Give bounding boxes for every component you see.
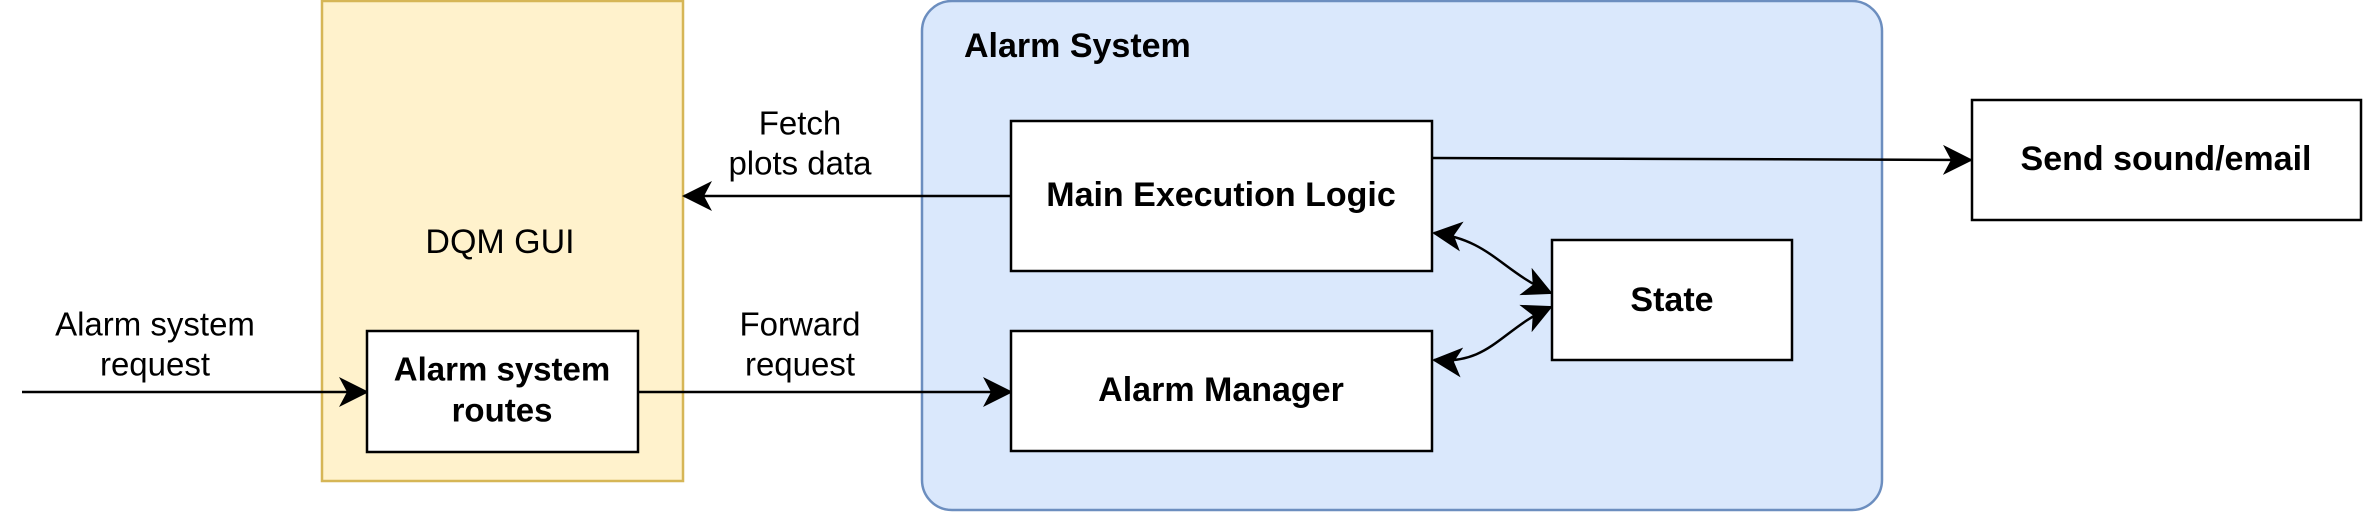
node-state: State: [1550, 238, 1794, 362]
node-alarm-manager: Alarm Manager: [1009, 329, 1434, 453]
dqm-gui-title: DQM GUI: [425, 223, 574, 261]
request-label-line1: Alarm system: [55, 306, 255, 343]
alarm-system-title: Alarm System: [964, 27, 1191, 65]
node-alarm-system-routes: Alarm system routes: [365, 329, 640, 454]
fetch-label-line2: plots data: [728, 145, 872, 182]
main-logic-label: Main Execution Logic: [1046, 176, 1395, 214]
edges: [22, 144, 1973, 407]
routes-label-line1: Alarm system: [394, 351, 610, 388]
send-sound-email-label: Send sound/email: [2021, 140, 2312, 178]
forward-label-line1: Forward: [739, 306, 860, 343]
alarm-manager-label: Alarm Manager: [1098, 371, 1344, 409]
routes-label-line2: routes: [452, 392, 553, 429]
node-main-execution-logic: Main Execution Logic: [1009, 119, 1434, 273]
edge-labels: Alarm system request Forward request Fet…: [55, 105, 872, 383]
forward-label-line2: request: [745, 346, 855, 383]
state-label: State: [1630, 281, 1713, 319]
node-send-sound-email: Send sound/email: [1970, 98, 2363, 222]
request-label-line2: request: [100, 346, 210, 383]
edge-logic-state: [1432, 221, 1553, 296]
edge-manager-state: [1432, 304, 1553, 378]
fetch-label-line1: Fetch: [759, 105, 842, 142]
edge-send-sound-email: [1431, 144, 1973, 175]
